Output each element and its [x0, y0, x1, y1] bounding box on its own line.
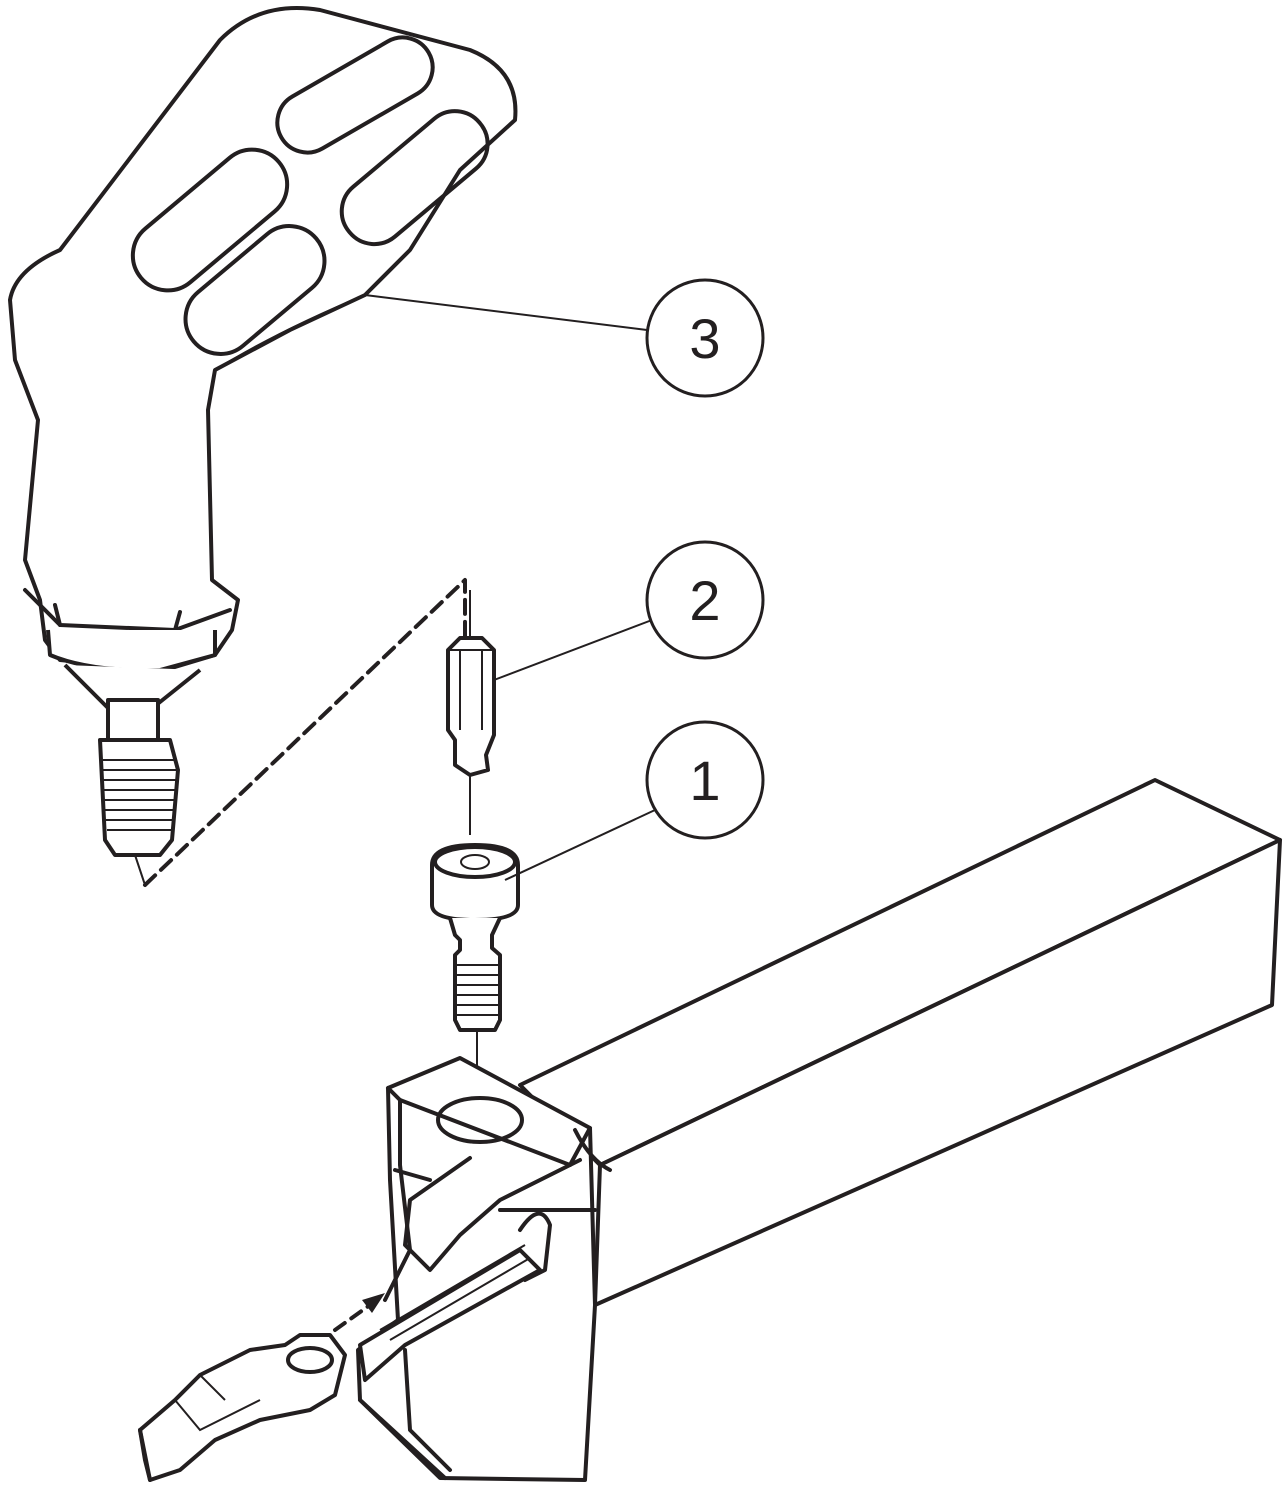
- torx-bit: [446, 590, 496, 835]
- leader-1: [504, 809, 656, 881]
- tool-holder: [356, 778, 1282, 1482]
- callout-1: 1: [645, 720, 765, 840]
- leader-3: [364, 294, 648, 331]
- callout-3-label: 3: [689, 307, 720, 370]
- cutting-insert: [138, 1293, 385, 1482]
- callout-3: 3: [645, 278, 765, 398]
- callout-1-label: 1: [689, 749, 720, 812]
- torque-handle: [8, 6, 518, 887]
- leader-2: [493, 619, 653, 681]
- thread-lines: [103, 759, 176, 831]
- screw: [430, 843, 520, 1100]
- callout-2-label: 2: [689, 569, 720, 632]
- callout-2: 2: [645, 540, 765, 660]
